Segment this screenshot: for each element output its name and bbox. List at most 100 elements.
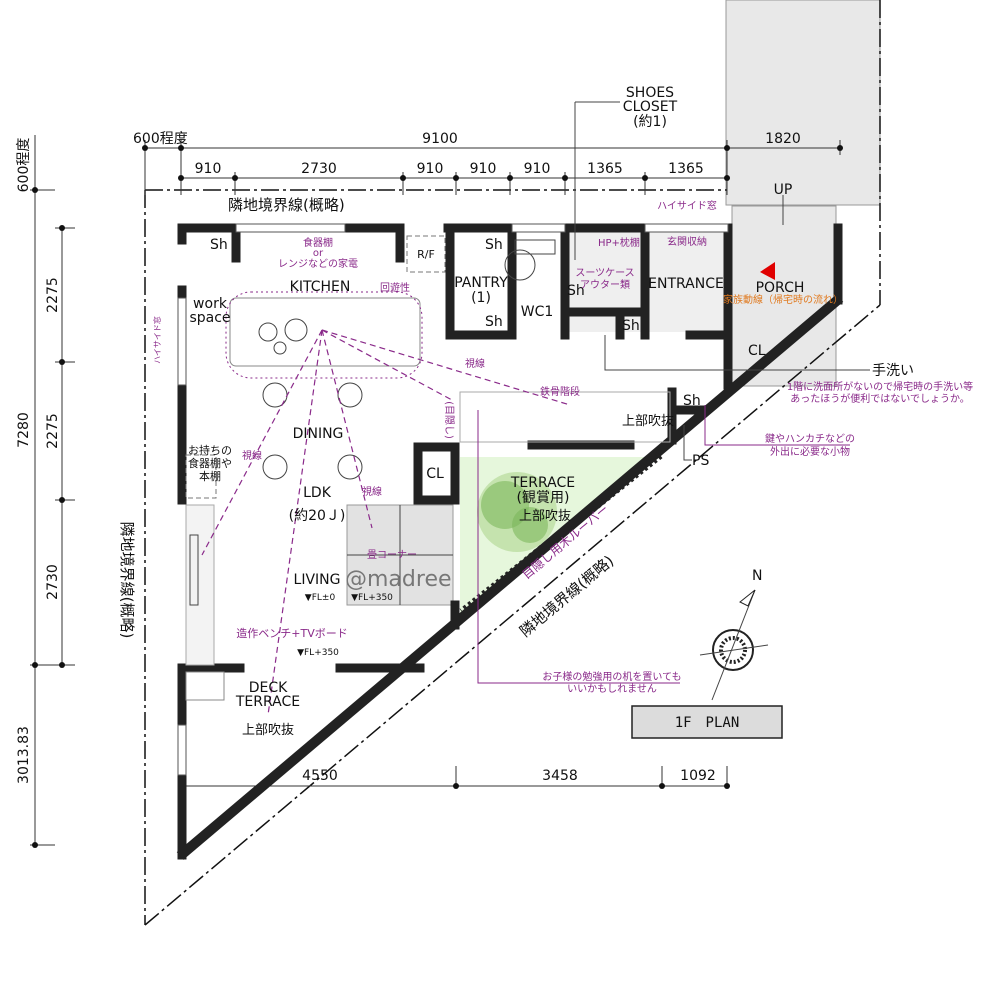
cl-label: CL [748,343,766,359]
deck-terrace-label: DECK [249,680,288,696]
sh-label: Sh [210,237,228,253]
dim-left-offset: 600程度 [16,138,32,193]
steel-stairs-note: 鉄骨階段 [540,385,580,398]
keys-note: 鍵やハンカチなどの [765,432,855,445]
porch-label: PORCH [756,280,805,296]
dim-top-seg: 1365 [587,161,623,177]
sight-note: 視線 [465,357,485,370]
dim-bottom-seg: 4550 [302,768,338,784]
dimension-tick [724,145,730,151]
dim-top-seg: 910 [195,161,222,177]
handwash-note: あったほうが便利ではないでしょうか。 [790,392,970,405]
hidden-note: (目隠し) [443,401,455,439]
dimension-tick [400,175,406,181]
ldk-sub-label: (約20Ｊ) [289,508,346,524]
tree-icon [477,472,557,552]
dimension-tick [59,662,65,668]
dimension-tick [724,175,730,181]
dim-bottom-seg: 1092 [680,768,716,784]
dim-left-overall: 7280 [16,412,32,448]
dim-top-overall: 9100 [422,131,458,147]
up-label: UP [774,182,793,198]
entry-arrow-icon [760,262,775,280]
sh-label: Sh [485,314,503,330]
sh-label: Sh [683,393,701,409]
dim-bottom-seg: 3458 [542,768,578,784]
terrace-sub-label: (観賞用) [517,489,570,506]
boundary-lines [144,0,881,926]
sh-label: Sh [622,318,640,334]
dish-shelf-note: or [313,248,324,259]
boundary-label-left: 隣地境界線(概略) [118,522,136,639]
desk-note: いいかもしれません [567,683,657,695]
plan-title: 1F PLAN [675,715,740,731]
void-label: 上部吹抜 [242,722,294,738]
tatami-note: 畳コーナー [367,549,417,561]
dim-top-seg: 1365 [668,161,704,177]
dim-left-seg: 2730 [45,564,61,600]
sight-note: 視線 [362,485,382,498]
sight-note: 視線 [242,449,262,462]
walls [176,223,844,860]
dim-top-porch: 1820 [765,131,801,147]
kitchen-label: KITCHEN [290,279,351,295]
dim-left-seg: 2275 [45,277,61,313]
own-shelf-note: 本棚 [199,469,221,483]
cl-label: CL [426,466,444,482]
level-bench: ▼FL+350 [297,648,339,658]
workspace-label: space [189,310,230,326]
dish-shelf-note: レンジなどの家電 [278,257,358,270]
dimension-tick [59,497,65,503]
dimension-tick [178,145,184,151]
dimension-tick [59,359,65,365]
pantry-sub-label: (1) [471,290,491,306]
dimension-tick [32,187,38,193]
dim-top-seg: 910 [524,161,551,177]
dining-label: DINING [293,426,344,442]
dimension-tick [32,662,38,668]
dish-shelf-note: 食器棚 [303,236,333,249]
suitcase-note: アウター類 [580,279,630,291]
dim-top-seg: 910 [417,161,444,177]
shoes-closet-label: SHOES [626,85,674,101]
high-window-left-note: ハイサイド窓 [152,316,162,364]
wc-label: WC1 [521,304,554,320]
dimension-tick [724,783,730,789]
dimension-tick [562,175,568,181]
ps-label: PS [692,453,709,469]
shoes-closet-label: (約1) [633,114,667,130]
shoes-closet-label: CLOSET [623,99,678,115]
watermark: @madree [345,567,452,592]
dimension-tick [232,175,238,181]
dimension-tick [642,175,648,181]
dimension-tick [659,783,665,789]
ldk-label: LDK [303,485,332,501]
workspace-label: work [193,296,228,312]
dim-top-seg: 910 [470,161,497,177]
dimension-tick [453,783,459,789]
dimension-tick [507,175,513,181]
void-label: 上部吹抜 [519,508,571,524]
north-label: N [752,568,762,584]
sh-label: Sh [485,237,503,253]
entrance-storage-note: 玄関収納 [667,235,707,248]
plan-title-box [631,705,783,739]
own-shelf-note: 食器棚や [188,456,232,470]
dimension-tick [178,175,184,181]
suitcase-note: スーツケース [575,267,634,279]
fixtures [177,223,729,776]
dim-top-offset: 600程度 [133,131,188,147]
high-window-note: ハイサイド窓 [657,199,717,212]
bench-tv-note: 造作ベンチ+TVボード [236,626,347,640]
circulation-note: 回遊性 [380,281,410,294]
deck-terrace-label: TERRACE [235,694,300,710]
pantry-label: PANTRY [454,275,508,291]
dimension-tick [453,175,459,181]
north-compass: N [699,568,769,701]
level-living: ▼FL±0 [305,593,336,603]
dimension-tick [32,842,38,848]
entrance-label: ENTRANCE [648,276,724,292]
dim-left-seg: 2275 [45,413,61,449]
desk-note: お子様の勉強用の机を置いても [542,670,681,683]
hp-shelf-note: HP+枕棚 [598,236,640,249]
